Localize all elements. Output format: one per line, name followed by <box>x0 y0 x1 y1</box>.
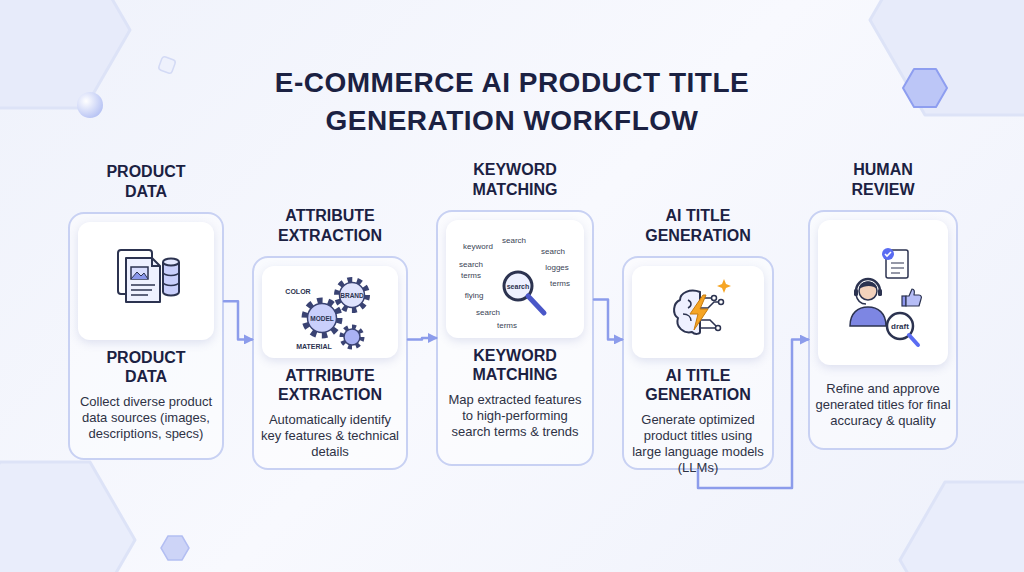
card-title: ATTRIBUTE EXTRACTION <box>274 366 386 404</box>
bg-hexagon <box>870 0 1024 115</box>
page-shape <box>118 250 152 294</box>
bg-hexagon <box>161 536 189 560</box>
review-doc <box>886 250 908 278</box>
glow-hexagon <box>903 69 947 107</box>
process-card: HUMAN REVIEWRefine and approve generated… <box>808 210 958 450</box>
process-card: PRODUCT DATAPRODUCT DATACollect diverse … <box>68 212 224 460</box>
text-line <box>131 294 148 296</box>
gear-body <box>308 304 337 333</box>
magnifier-icon <box>504 272 544 313</box>
circuit-line <box>700 298 719 328</box>
icon-card <box>818 220 948 365</box>
stage-heading: PRODUCT DATA <box>88 162 204 202</box>
card-title: AI TITLE GENERATION <box>642 366 754 404</box>
flow-arrow <box>594 300 622 340</box>
card-title: KEYWORD MATCHING <box>459 346 571 384</box>
stage-heading: HUMAN REVIEW <box>825 160 941 200</box>
bg-sphere <box>77 92 103 118</box>
person-hair <box>859 282 877 290</box>
headset <box>856 279 880 291</box>
circuit-node <box>719 300 724 305</box>
stage-heading: AI TITLE GENERATION <box>640 206 756 246</box>
gear-teeth <box>337 280 367 310</box>
page-shape <box>126 258 160 302</box>
page-fold <box>152 258 160 266</box>
process-card: AI TITLE GENERATIONAI TITLE GENERATIONGe… <box>622 256 774 470</box>
headset-ear <box>854 289 858 296</box>
process-card: KEYWORD MATCHINGKEYWORD MATCHINGMap extr… <box>436 210 594 466</box>
image-mountain <box>131 272 148 279</box>
review-lens <box>887 313 913 339</box>
icon-card <box>632 266 764 358</box>
gear-teeth <box>342 327 362 347</box>
process-card: ATTRIBUTE EXTRACTIONATTRIBUTE EXTRACTION… <box>252 256 408 470</box>
diagram-title: E-COMMERCE AI PRODUCT TITLE GENERATION W… <box>242 64 782 140</box>
brain-fold <box>683 300 691 321</box>
doc-line <box>891 263 904 273</box>
person-head <box>859 282 877 300</box>
gear-body <box>344 329 360 345</box>
reviewer-icon <box>850 248 921 345</box>
icon-card <box>446 220 584 338</box>
card-description: Generate optimized product titles using … <box>628 412 768 476</box>
check-badge <box>882 248 894 260</box>
database-ring <box>163 272 179 286</box>
image-thumb <box>131 267 148 279</box>
database-icon <box>163 262 179 296</box>
gear-teeth <box>305 301 339 335</box>
bg-cube <box>158 56 176 74</box>
bg-hexagon <box>900 482 1024 572</box>
headset-ear <box>878 289 882 296</box>
flow-arrow <box>408 338 436 339</box>
flow-arrow <box>698 340 808 488</box>
title-area: E-COMMERCE AI PRODUCT TITLE GENERATION W… <box>242 64 782 140</box>
text-line <box>131 284 155 286</box>
document-icon <box>118 250 179 302</box>
check-mark <box>885 252 891 256</box>
connector-group <box>224 300 808 488</box>
database-top <box>163 259 179 266</box>
card-description: Collect diverse product data sources (im… <box>74 394 218 442</box>
stage-heading: ATTRIBUTE EXTRACTION <box>272 206 388 246</box>
text-line <box>131 289 152 291</box>
review-handle <box>909 335 918 345</box>
card-description: Refine and approve generated titles for … <box>814 381 952 429</box>
bg-hexagon <box>0 462 135 572</box>
brain-icon <box>674 279 731 334</box>
flow-arrow <box>224 301 252 339</box>
icon-card <box>262 266 398 358</box>
card-title: PRODUCT DATA <box>90 348 202 386</box>
gear-body <box>340 283 365 308</box>
person-body <box>850 307 886 326</box>
lens <box>504 272 532 300</box>
thumbs-up <box>906 289 921 306</box>
thumb-cuff <box>902 296 906 306</box>
sparkle <box>717 279 731 293</box>
card-description: Automatically identify key features & te… <box>258 412 402 460</box>
handle <box>528 296 544 313</box>
icon-card <box>78 222 214 340</box>
headset-mic <box>856 295 866 304</box>
brain-shape <box>674 291 700 334</box>
circuit-node <box>716 326 721 331</box>
gears-icon <box>305 280 367 347</box>
circuit-node <box>712 296 717 301</box>
bg-hexagon <box>0 0 130 108</box>
stage-heading: KEYWORD MATCHING <box>457 160 573 200</box>
card-description: Map extracted features to high-performin… <box>442 392 588 440</box>
lightning-bolt <box>690 295 708 330</box>
